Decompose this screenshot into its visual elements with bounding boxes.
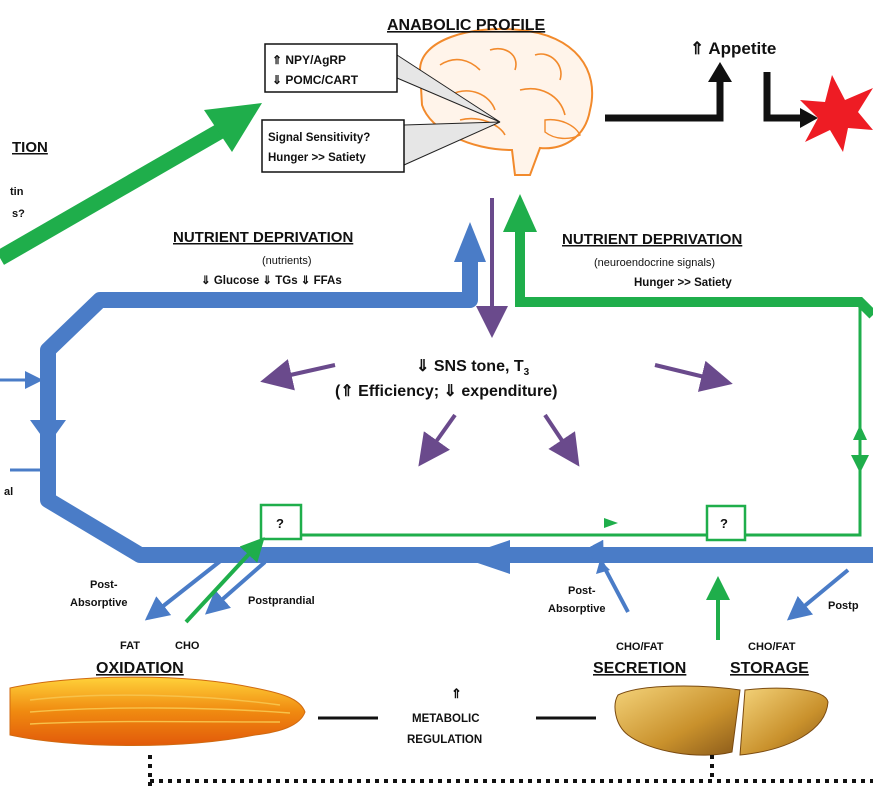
regulation-arrow: ⇑ — [451, 686, 462, 701]
left-line2-fragment: s? — [12, 208, 25, 220]
dotted-connector — [148, 755, 873, 787]
green-signal-loop — [300, 194, 873, 537]
lower-right-arrows — [582, 539, 850, 640]
cho-label: CHO — [175, 640, 200, 652]
secretion-label: SECRETION — [593, 660, 686, 677]
blue-up-arrowhead — [596, 560, 610, 574]
question-mark-right: ? — [720, 516, 728, 531]
lower-left-arrows — [144, 537, 267, 624]
signal-sensitivity-label: Signal Sensitivity? — [268, 132, 370, 144]
muscle-illustration — [9, 676, 306, 746]
nutrient-right-sub: (neuroendocrine signals) — [594, 257, 715, 269]
chofat-label-secretion: CHO/FAT — [616, 641, 664, 653]
question-node-left — [259, 503, 303, 541]
post-label-left: Post- — [90, 579, 118, 591]
appetite-label: ⇑ Appetite — [690, 39, 776, 58]
appetite-step-arrows — [605, 62, 818, 128]
postp-label: Postp — [828, 600, 859, 612]
storage-label: STORAGE — [730, 660, 809, 677]
hunger-satiety-label: Hunger >> Satiety — [268, 152, 366, 164]
question-mark-left: ? — [276, 516, 284, 531]
absorptive-label-left: Absorptive — [70, 597, 127, 609]
regulation-label: REGULATION — [407, 734, 482, 746]
nutrient-left-items: ⇓ Glucose ⇓ TGs ⇓ FFAs — [201, 275, 342, 287]
green-mid-arrowhead — [604, 518, 618, 528]
chofat-label-storage: CHO/FAT — [748, 641, 796, 653]
metabolic-label: METABOLIC — [412, 713, 480, 725]
nutrient-right-items: Hunger >> Satiety — [634, 277, 732, 289]
anabolic-profile-title: ANABOLIC PROFILE — [387, 17, 546, 34]
post-label-right: Post- — [568, 585, 596, 597]
postprandial-label: Postprandial — [248, 595, 315, 607]
red-burst-icon — [800, 75, 873, 152]
fat-label: FAT — [120, 640, 140, 652]
nutrient-right-title: NUTRIENT DEPRIVATION — [562, 231, 742, 248]
sns-tone-label: ⇓ SNS tone, T3 — [416, 358, 530, 378]
hypothalamus-box — [264, 43, 398, 93]
nutrient-left-sub: (nutrients) — [262, 255, 312, 267]
callout-lines — [396, 54, 501, 166]
blue-nutrient-loop — [0, 222, 873, 574]
left-bottom-fragment: al — [4, 486, 13, 498]
green-diagonal-arrow — [0, 103, 262, 265]
absorptive-label-right: Absorptive — [548, 603, 605, 615]
oxidation-label: OXIDATION — [96, 660, 184, 677]
signal-sensitivity-box — [261, 119, 405, 173]
question-node-right — [705, 504, 747, 542]
pomc-cart-label: ⇓ POMC/CART — [272, 73, 359, 87]
green-right-arrowhead — [853, 425, 867, 440]
nutrient-left-title: NUTRIENT DEPRIVATION — [173, 229, 353, 246]
purple-sns-arrows — [260, 198, 733, 467]
left-line1-fragment: tin — [10, 186, 24, 198]
efficiency-expenditure-label: (⇑ Efficiency; ⇓ expenditure) — [335, 383, 557, 400]
npy-agrp-label: ⇑ NPY/AgRP — [272, 53, 346, 67]
brain-illustration — [418, 28, 594, 176]
liver-illustration — [614, 685, 829, 756]
left-title-fragment: TION — [12, 139, 48, 156]
